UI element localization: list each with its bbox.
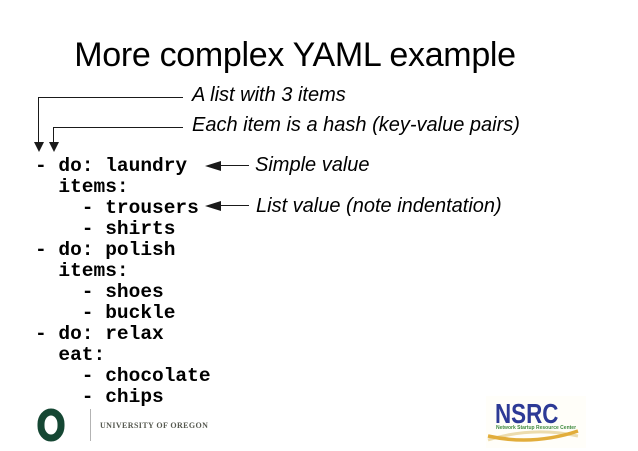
uo-wordmark: UNIVERSITY OF OREGON (100, 421, 209, 430)
page-title: More complex YAML example (74, 36, 516, 74)
connector-line-hash-vertical (53, 127, 54, 143)
annotation-list-note: A list with 3 items (192, 84, 346, 106)
left-arrow-icon-list-value (205, 201, 221, 211)
uo-o-icon (37, 408, 65, 442)
down-arrow-icon-list (34, 142, 44, 152)
arrow-line-list-value (219, 205, 249, 206)
nsrc-tagline: Network Startup Resource Center (496, 425, 577, 431)
left-arrow-icon-simple-value (205, 161, 221, 171)
annotation-simple-value: Simple value (255, 154, 370, 176)
connector-line-list-horizontal (39, 97, 183, 98)
connector-line-hash-horizontal (54, 127, 183, 128)
nsrc-logo: NSRC Network Startup Resource Center (486, 396, 586, 448)
arrow-line-simple-value (219, 165, 249, 166)
connector-line-list-vertical (38, 97, 39, 143)
uo-logo-divider (90, 409, 91, 441)
annotation-list-value: List value (note indentation) (256, 195, 502, 217)
annotation-hash-note: Each item is a hash (key-value pairs) (192, 114, 520, 136)
nsrc-swoosh-icon (487, 429, 579, 442)
yaml-code-block: - do: laundry items: - trousers - shirts… (35, 155, 211, 408)
nsrc-wordmark: NSRC (495, 398, 559, 429)
down-arrow-icon-hash (49, 142, 59, 152)
